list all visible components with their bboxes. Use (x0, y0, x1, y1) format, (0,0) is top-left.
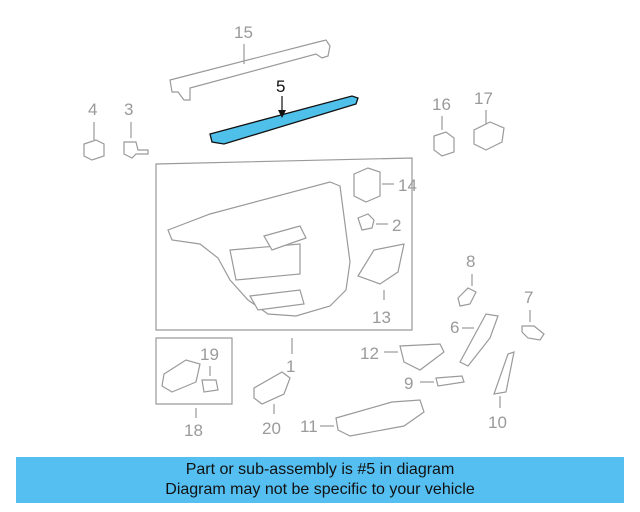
part-3-screw: 3 (123, 100, 149, 159)
callout-7: 7 (524, 288, 533, 307)
parts-diagram: 15 5 4 3 16 17 1 (83, 23, 545, 440)
callout-2: 2 (392, 216, 401, 235)
part-15-upper-rail: 15 (169, 23, 331, 101)
part-13-trim-cover: 13 (357, 243, 405, 327)
banner-line-1: Part or sub-assembly is #5 in diagram (185, 461, 455, 478)
info-banner: Part or sub-assembly is #5 in diagram Di… (16, 457, 624, 503)
part-10-strip: 10 (488, 351, 515, 432)
part-9-trim: 9 (404, 374, 465, 393)
part-2-push-clip: 2 (357, 213, 401, 235)
part-12-switch-panel: 12 (360, 343, 445, 371)
part-17-block: 17 (473, 89, 505, 151)
part-4-clip: 4 (83, 100, 105, 161)
callout-5: 5 (276, 77, 285, 96)
part-18-switch-assembly: 19 18 (155, 337, 233, 440)
part-14-speaker: 14 (353, 167, 417, 203)
part-7-screw: 7 (521, 288, 545, 341)
callout-14: 14 (398, 176, 417, 195)
part-6-bracket: 6 (450, 313, 499, 367)
callout-11: 11 (300, 417, 318, 436)
callout-16: 16 (432, 95, 451, 114)
banner-line-2: Diagram may not be specific to your vehi… (165, 481, 475, 498)
callout-6: 6 (450, 318, 459, 337)
callout-1: 1 (286, 357, 295, 376)
part-16-clip: 16 (432, 95, 455, 157)
callout-9: 9 (404, 374, 413, 393)
part-1-door-trim-panel: 1 (155, 157, 413, 376)
callout-12: 12 (360, 344, 379, 363)
callout-3: 3 (124, 100, 133, 119)
part-5-belt-molding: 5 (209, 77, 359, 145)
callout-4: 4 (88, 100, 97, 119)
highlighted-part-shape (209, 95, 359, 145)
callout-13: 13 (372, 308, 391, 327)
part-20-housing: 20 (253, 371, 291, 438)
callout-15: 15 (234, 23, 253, 42)
part-11-pull-handle: 11 (300, 399, 425, 437)
callout-19: 19 (200, 345, 219, 364)
callout-20: 20 (262, 419, 281, 438)
callout-17: 17 (474, 89, 493, 108)
callout-10: 10 (488, 413, 507, 432)
part-8-bezel: 8 (457, 252, 477, 307)
callout-8: 8 (466, 252, 475, 271)
callout-18: 18 (184, 421, 203, 440)
